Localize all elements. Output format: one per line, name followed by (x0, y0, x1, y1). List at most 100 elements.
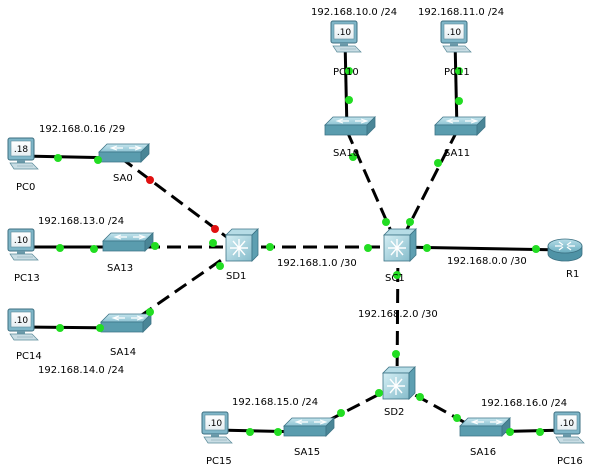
label-pc10: PC10 (333, 67, 359, 78)
pc-screen-label: .18 (14, 145, 29, 155)
link-pc10-sa10 (343, 38, 349, 132)
port-status-up (349, 153, 357, 161)
port-status-down (146, 176, 154, 184)
pc-pc14[interactable]: .10 (7, 308, 39, 341)
link-pc11-sa11 (453, 38, 459, 132)
port-status-up (146, 308, 154, 316)
label-pc13: PC13 (14, 273, 40, 284)
port-status-up (90, 245, 98, 253)
port-status-up (266, 243, 274, 251)
port-status-up (94, 156, 102, 164)
port-status-up (375, 389, 383, 397)
port-status-up (96, 324, 104, 332)
link-sa10-sc1 (345, 130, 400, 248)
port-status-up (416, 393, 424, 401)
label-sc1: SC1 (385, 273, 405, 284)
ports-layer (54, 67, 544, 436)
network-label-192-168-15-0: 192.168.15.0 /24 (232, 397, 318, 408)
devices-layer: .18 .10 .10 .10 .10 .10 .10 (7, 20, 585, 444)
port-status-up (455, 67, 463, 75)
multilayer-switch-sd1[interactable] (225, 228, 259, 262)
pc-pc11[interactable]: .10 (440, 20, 472, 53)
network-labels: 192.168.0.16 /29 192.168.13.0 /24 192.16… (38, 7, 567, 409)
network-label-192-168-16-0: 192.168.16.0 /24 (481, 398, 567, 409)
switch-sa15[interactable] (283, 417, 335, 437)
pc-pc15[interactable]: .10 (201, 411, 233, 444)
label-sd1: SD1 (226, 271, 246, 282)
label-pc14: PC14 (16, 351, 42, 362)
label-sa0: SA0 (113, 173, 133, 184)
port-status-up (209, 239, 217, 247)
network-label-192-168-2-0: 192.168.2.0 /30 (358, 309, 438, 320)
label-pc16: PC16 (557, 456, 583, 467)
port-status-up (536, 428, 544, 436)
port-status-up (453, 414, 461, 422)
router-r1[interactable] (547, 238, 583, 262)
label-sa10: SA10 (333, 148, 359, 159)
network-label-192-168-10-0: 192.168.10.0 /24 (311, 7, 397, 18)
port-status-up (406, 218, 414, 226)
port-status-up (54, 154, 62, 162)
pc-pc10[interactable]: .10 (330, 20, 362, 53)
port-status-up (506, 428, 514, 436)
multilayer-switch-sd2[interactable] (382, 366, 416, 400)
network-label-192-168-1-0: 192.168.1.0 /30 (277, 258, 357, 269)
pc-pc0[interactable]: .18 (7, 137, 39, 170)
pc-screen-label: .10 (208, 419, 223, 429)
port-status-up (393, 271, 401, 279)
port-status-up (56, 244, 64, 252)
port-status-up (337, 409, 345, 417)
switch-sa11[interactable] (434, 116, 486, 136)
pc-screen-label: .10 (14, 236, 29, 246)
label-pc0: PC0 (16, 182, 35, 193)
port-status-down (211, 225, 219, 233)
label-pc11: PC11 (444, 67, 470, 78)
port-status-up (455, 97, 463, 105)
link-sd2-sa16 (396, 383, 483, 434)
multilayer-switch-sc1[interactable] (383, 228, 417, 262)
port-status-up (56, 324, 64, 332)
network-label-192-168-13-0: 192.168.13.0 /24 (38, 216, 124, 227)
label-sa16: SA16 (470, 447, 496, 458)
port-status-up (434, 159, 442, 167)
switch-sa0[interactable] (98, 143, 150, 163)
label-r1: R1 (566, 269, 579, 280)
device-labels: PC0 SA0 PC13 SA13 PC14 SA14 SD1 PC10 PC1… (14, 67, 583, 467)
link-sa11-sc1 (396, 130, 459, 248)
label-pc15: PC15 (206, 456, 232, 467)
port-status-up (246, 428, 254, 436)
pc-pc16[interactable]: .10 (553, 411, 585, 444)
pc-screen-label: .10 (14, 316, 29, 326)
network-label-192-168-0-0: 192.168.0.0 /30 (447, 256, 527, 267)
port-status-up (364, 244, 372, 252)
pc-screen-label: .10 (447, 28, 462, 38)
port-status-up (151, 242, 159, 250)
port-status-up (392, 350, 400, 358)
port-status-up (532, 245, 540, 253)
port-status-up (382, 218, 390, 226)
port-status-up (345, 96, 353, 104)
network-label-192-168-0-16: 192.168.0.16 /29 (39, 124, 125, 135)
network-label-192-168-11-0: 192.168.11.0 /24 (418, 7, 504, 18)
switch-sa10[interactable] (324, 116, 376, 136)
switch-sa13[interactable] (102, 232, 154, 252)
port-status-up (274, 428, 282, 436)
label-sa13: SA13 (107, 263, 133, 274)
port-status-up (345, 67, 353, 75)
link-sc1-sd2 (395, 246, 400, 386)
pc-screen-label: .10 (560, 419, 575, 429)
pc-screen-label: .10 (337, 28, 352, 38)
pc-pc13[interactable]: .10 (7, 228, 39, 261)
link-sa0-sd1 (120, 156, 241, 249)
switch-sa16[interactable] (459, 417, 511, 437)
port-status-up (216, 262, 224, 270)
label-sd2: SD2 (384, 407, 404, 418)
switch-sa14[interactable] (100, 313, 152, 333)
port-status-up (423, 244, 431, 252)
label-sa15: SA15 (294, 447, 320, 458)
label-sa14: SA14 (110, 347, 136, 358)
network-label-192-168-14-0: 192.168.14.0 /24 (38, 365, 124, 376)
label-sa11: SA11 (444, 148, 470, 159)
